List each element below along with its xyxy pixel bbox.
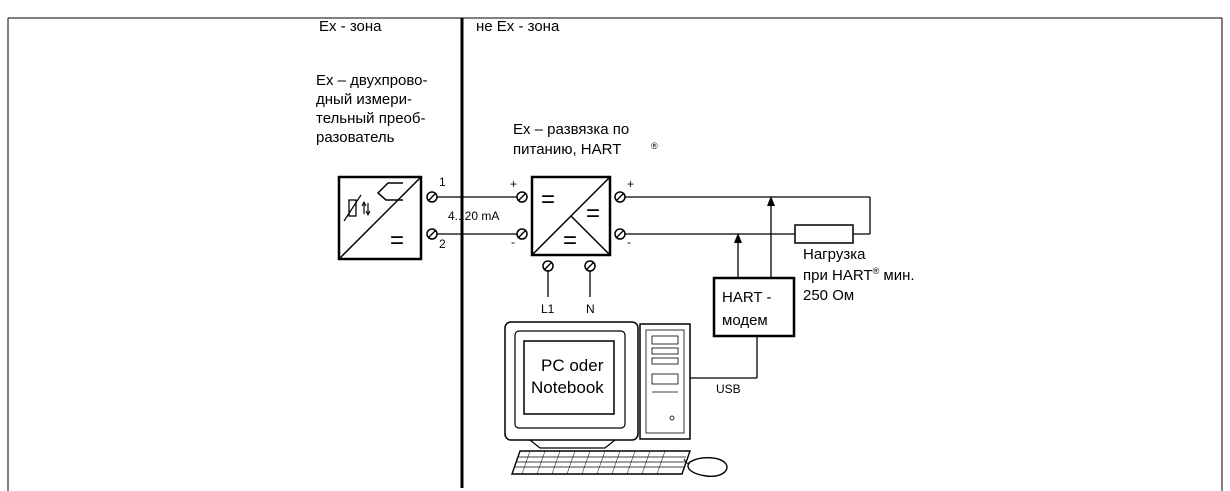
isolator-terminal-minus-in [516,228,528,240]
load-resistor [794,224,854,244]
svg-text:модем: модем [722,312,768,329]
svg-text:разователь: разователь [316,129,395,146]
non-ex-zone-label: не Ex - зона [476,18,560,35]
isolator-block: = = = [530,175,612,257]
svg-text:Notebook: Notebook [531,378,604,397]
pc-monitor-icon: PC oder Notebook [504,321,639,449]
sensor-symbol-icon [343,182,403,222]
isolator-terminal-plus-out [614,191,626,203]
transmitter-block: = [337,175,423,261]
svg-text:питанию, HART: питанию, HART [513,141,621,158]
svg-text:PC oder: PC oder [541,356,604,375]
ex-zone-label: Ex - зона [319,18,382,35]
svg-text:Нагрузка: Нагрузка [803,246,866,263]
svg-text:Ex – двухпрово-: Ex – двухпрово- [316,72,428,89]
svg-text:при HART® мин.: при HART® мин. [803,266,915,284]
modem-connection-wires [734,196,775,278]
terminal-2-label: 2 [439,237,446,251]
svg-text:Ex – развязка по: Ex – развязка по [513,121,629,138]
supply-l1-label: L1 [541,302,555,316]
isolator-plus-in-label: + [510,177,517,191]
pc-tower-icon [639,323,691,440]
svg-text:250 Ом: 250 Ом [803,287,854,304]
supply-terminal-n [584,260,596,297]
svg-text:=: = [541,186,555,213]
svg-text:дный измери-: дный измери- [316,91,412,108]
hart-modem-block: HART - модем [712,276,796,338]
svg-text:=: = [586,200,600,227]
transmitter-caption: Ex – двухпрово- дный измери- тельный пре… [316,72,428,146]
usb-cable [688,336,758,379]
isolator-terminal-minus-out [614,228,626,240]
load-label: Нагрузка при HART® мин. 250 Ом [803,246,915,304]
isolator-minus-out-label: - [627,235,631,249]
loop-signal-label: 4...20 mA [448,209,499,223]
svg-text:=: = [563,227,577,254]
keyboard-icon [511,450,691,475]
mouse-icon [683,457,728,478]
supply-terminal-l1 [542,260,554,297]
isolator-plus-out-label: + [627,177,634,191]
transmitter-terminal-2 [426,228,438,240]
transmitter-eq-symbol: = [390,227,404,254]
output-loop-wires [625,196,871,235]
svg-text:®: ® [651,141,658,151]
svg-text:тельный преоб-: тельный преоб- [316,110,425,127]
svg-text:HART -: HART - [722,289,771,306]
isolator-caption: Ex – развязка по питанию, HART ® [513,121,658,158]
transmitter-terminal-1 [426,191,438,203]
diagram-frame [7,17,1223,491]
isolator-terminal-plus-in [516,191,528,203]
terminal-1-label: 1 [439,175,446,189]
usb-label: USB [716,382,741,396]
supply-n-label: N [586,302,595,316]
isolator-minus-in-label: - [511,235,515,249]
